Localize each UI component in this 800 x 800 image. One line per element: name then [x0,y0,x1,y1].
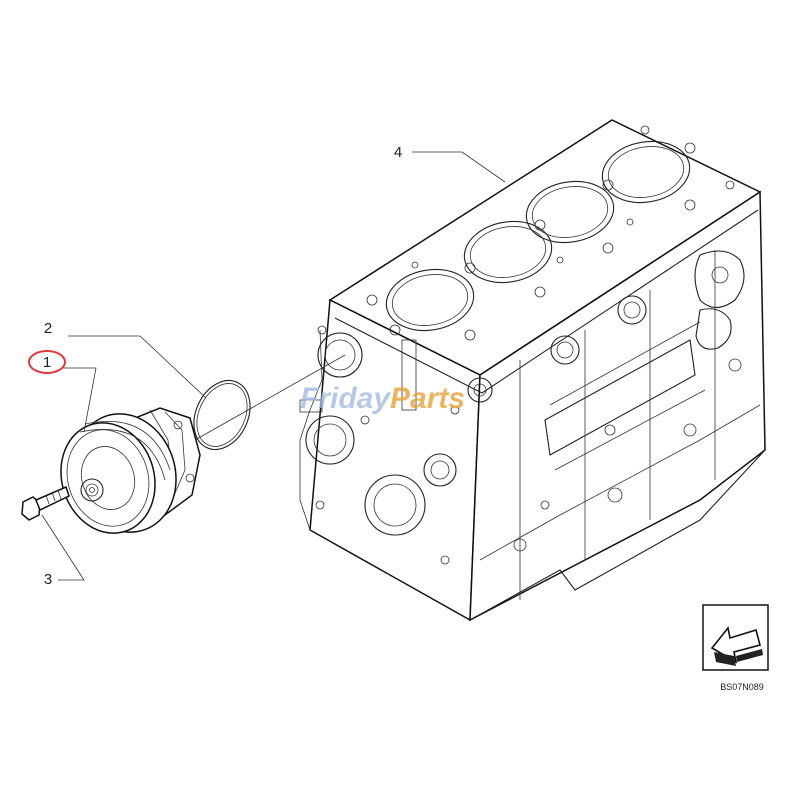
bolt [21,485,70,521]
svg-text:FridayParts: FridayParts [300,382,465,415]
callout-number-4: 4 [394,144,402,161]
water-pump [60,407,201,534]
side-face-details [467,250,766,621]
cylinder-bores [385,140,691,332]
callout-number-2: 2 [44,320,52,337]
engine-block [299,119,766,622]
drawing-code: BS07N089 [720,682,764,692]
callout-1: 1 [28,350,66,374]
o-ring-gasket [193,380,251,450]
watermark-part-a: Friday [300,382,391,415]
callout-number-3: 3 [44,571,52,588]
watermark-part-b: Parts [390,382,465,415]
front-face-details [299,325,460,565]
view-direction-arrow-icon [702,604,769,671]
callout-1-highlight-ring [28,350,66,374]
watermark-logo: FridayParts [300,382,465,415]
callout-number-1: 1 [43,354,51,371]
deck-bolt-holes [366,125,735,341]
leader-lines [41,151,506,581]
